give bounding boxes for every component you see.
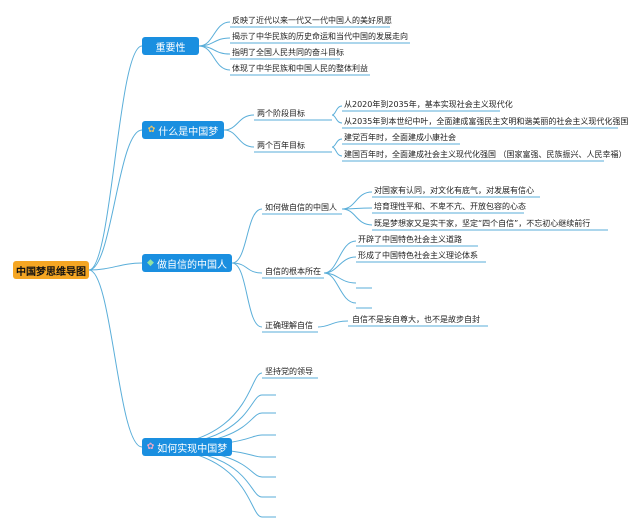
branch-how-to-realize-label: 如何实现中国梦	[157, 443, 228, 455]
branch-what-is-label: 什么是中国梦	[158, 126, 219, 138]
branch-how-to-realize[interactable]: ✿ 如何实现中国梦	[142, 438, 232, 456]
group-two-centenary-goals[interactable]: 两个百年目标	[257, 141, 305, 150]
gem-icon: ◆	[147, 258, 154, 268]
root-topic[interactable]: 中国梦思维导图	[13, 261, 89, 279]
centenary-item-1[interactable]: 建党百年时，全面建成小康社会	[344, 133, 456, 142]
branch-importance[interactable]: 重要性	[142, 37, 199, 55]
how-item-1[interactable]: 对国家有认同，对文化有底气，对发展有信心	[374, 186, 534, 195]
importance-item-2[interactable]: 揭示了中华民族的历史命运和当代中国的发展走向	[232, 32, 408, 41]
two-stage-item-2[interactable]: 从2035年到本世纪中叶，全面建成富强民主文明和谐美丽的社会主义现代化强国	[344, 117, 629, 126]
branch-what-is-china-dream[interactable]: ✿ 什么是中国梦	[142, 121, 224, 139]
root-item-2[interactable]: 形成了中国特色社会主义理论体系	[358, 251, 478, 260]
two-stage-item-1[interactable]: 从2020年到2035年，基本实现社会主义现代化	[344, 100, 513, 109]
group-two-stage-goals[interactable]: 两个阶段目标	[257, 109, 305, 118]
centenary-item-2[interactable]: 建国百年时，全面建成社会主义现代化强国 （国家富强、民族振兴、人民幸福）	[344, 150, 627, 159]
realize-item-1[interactable]: 坚持党的领导	[265, 367, 313, 376]
branch-importance-label: 重要性	[155, 42, 186, 54]
importance-item-1[interactable]: 反映了近代以来一代又一代中国人的美好夙愿	[232, 16, 392, 25]
branch-confident-chinese[interactable]: ◆ 做自信的中国人	[142, 254, 232, 272]
importance-item-4[interactable]: 体现了中华民族和中国人民的整体利益	[232, 64, 368, 73]
importance-item-3[interactable]: 指明了全国人民共同的奋斗目标	[232, 48, 344, 57]
how-item-3[interactable]: 既是梦想家又是实干家，坚定“四个自信”，不忘初心继续前行	[374, 219, 591, 228]
understand-item-1[interactable]: 自信不是妄自尊大，也不是故步自封	[352, 315, 480, 324]
root-item-1[interactable]: 开辟了中国特色社会主义道路	[358, 235, 462, 244]
how-item-2[interactable]: 培育理性平和、不卑不亢、开放包容的心态	[374, 202, 526, 211]
puzzle-icon: ✿	[147, 125, 156, 135]
puzzle-icon: ✿	[146, 442, 155, 452]
branch-confident-label: 做自信的中国人	[156, 259, 227, 271]
group-understand-confidence[interactable]: 正确理解自信	[265, 321, 313, 330]
group-root-of-confidence[interactable]: 自信的根本所在	[265, 267, 321, 276]
group-how-to-be-confident[interactable]: 如何做自信的中国人	[265, 203, 337, 212]
